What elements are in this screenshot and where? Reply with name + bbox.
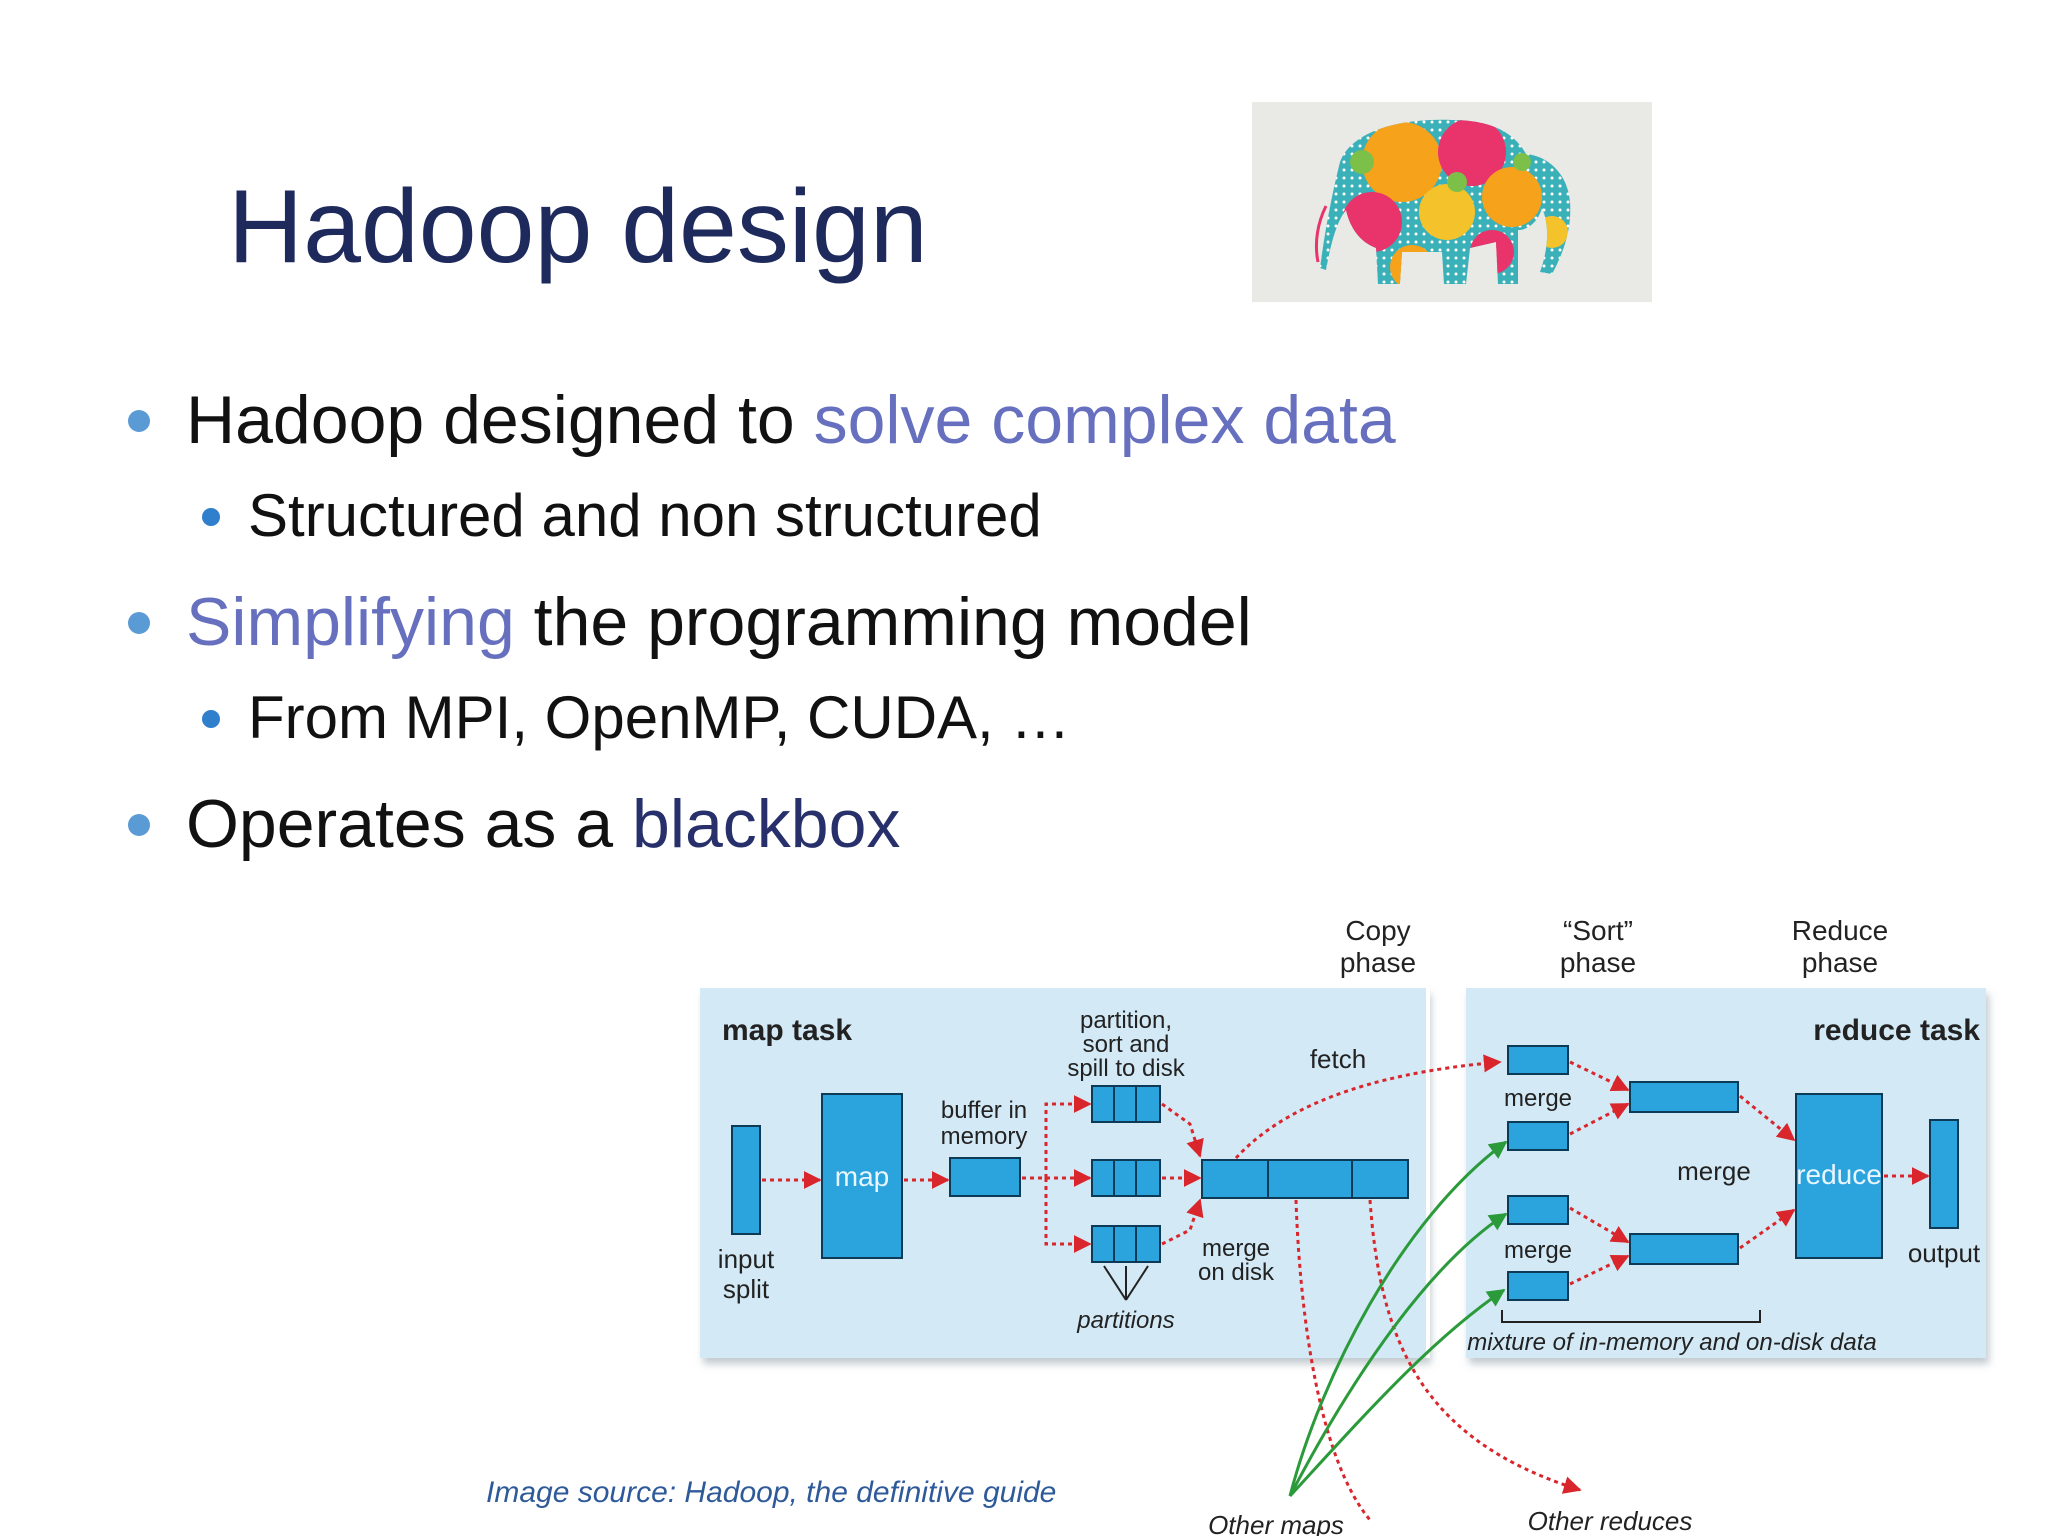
bullet-item-2: Simplifying the programming model — [186, 588, 1252, 656]
buffer-label-2: memory — [941, 1123, 1028, 1150]
partitions-label: partitions — [1076, 1307, 1174, 1334]
map-task-title: map task — [722, 1014, 852, 1047]
slide-title: Hadoop design — [228, 169, 928, 285]
other-maps-arrows — [1288, 1140, 1508, 1498]
merged-segment-bottom — [1629, 1233, 1739, 1265]
copy-phase-label: Copy — [1345, 915, 1410, 946]
bullet-highlight: Simplifying — [186, 584, 515, 660]
bullet-dot — [128, 814, 150, 836]
bullet-text: the programming model — [514, 584, 1252, 660]
bullet-text: Structured and non structured — [248, 482, 1042, 549]
merged-segment-top — [1629, 1081, 1739, 1113]
bullet-list: Hadoop designed to solve complex data St… — [128, 386, 1396, 858]
buffer-box — [949, 1157, 1021, 1197]
map-label: map — [835, 1161, 889, 1192]
copy-phase-label-2: phase — [1340, 947, 1416, 978]
bullet-highlight: solve complex data — [813, 382, 1396, 458]
reduce-phase-label: Reduce — [1792, 915, 1889, 946]
bullet-highlight: blackbox — [632, 786, 901, 862]
fetch-label: fetch — [1310, 1044, 1366, 1074]
spill-file-top — [1091, 1085, 1161, 1123]
output-label: output — [1908, 1238, 1981, 1268]
bullet-text: Hadoop designed to — [186, 382, 814, 458]
other-maps-label: Other maps — [1208, 1510, 1344, 1536]
bullet-text: From MPI, OpenMP, CUDA, … — [248, 684, 1071, 751]
sub-bullet-item-2: From MPI, OpenMP, CUDA, … — [248, 688, 1070, 748]
fetched-segment-4 — [1507, 1271, 1569, 1301]
sort-phase-label-2: phase — [1560, 947, 1636, 978]
sort-phase-label: “Sort” — [1563, 915, 1633, 946]
merge-label-a: merge — [1504, 1085, 1572, 1112]
fetched-segment-3 — [1507, 1195, 1569, 1225]
partitions-pointer — [1103, 1265, 1149, 1301]
merge-label-b: merge — [1504, 1237, 1572, 1264]
fetched-segment-2 — [1507, 1121, 1569, 1151]
other-reduces-label: Other reduces — [1528, 1506, 1693, 1536]
sub-bullet-item-1: Structured and non structured — [248, 486, 1042, 546]
bullet-text: Operates as a — [186, 786, 633, 862]
output-box — [1929, 1119, 1959, 1229]
bullet-dot — [128, 612, 150, 634]
merge-on-disk-label-2: on disk — [1198, 1259, 1275, 1286]
partition-label-2: sort and — [1083, 1031, 1170, 1058]
image-source-caption: Image source: Hadoop, the definitive gui… — [486, 1476, 1057, 1509]
buffer-label: buffer in — [941, 1097, 1027, 1124]
reduce-label: reduce — [1796, 1159, 1882, 1190]
input-split-box — [731, 1125, 761, 1235]
sub-bullet-dot — [202, 710, 220, 728]
input-split-label-2: split — [723, 1274, 770, 1304]
bullet-item-1: Hadoop designed to solve complex data — [186, 386, 1396, 454]
bullet-dot — [128, 410, 150, 432]
merge-on-disk-label: merge — [1202, 1235, 1270, 1262]
reduce-side-arrows — [1569, 1060, 1930, 1286]
reduce-task-title: reduce task — [1813, 1014, 1980, 1047]
mixture-label: mixture of in-memory and on-disk data — [1467, 1329, 1877, 1356]
reduce-box — [1795, 1093, 1883, 1259]
partition-label-3: spill to disk — [1067, 1055, 1185, 1082]
floral-elephant-icon — [1314, 119, 1571, 285]
reduce-phase-label-2: phase — [1802, 947, 1878, 978]
bullet-item-3: Operates as a blackbox — [186, 790, 900, 858]
elephant-image — [1252, 102, 1652, 302]
input-split-label: input — [718, 1244, 775, 1274]
merged-spill-file — [1201, 1159, 1409, 1199]
spill-file-bottom — [1091, 1225, 1161, 1263]
merge-label-c: merge — [1677, 1156, 1751, 1186]
sub-bullet-dot — [202, 508, 220, 526]
mixture-bracket — [1501, 1310, 1761, 1323]
spill-file-middle — [1091, 1159, 1161, 1197]
partition-label: partition, — [1080, 1007, 1172, 1034]
map-side-arrows — [762, 1054, 1582, 1521]
map-box — [821, 1093, 903, 1259]
fetched-segment-1 — [1507, 1045, 1569, 1075]
